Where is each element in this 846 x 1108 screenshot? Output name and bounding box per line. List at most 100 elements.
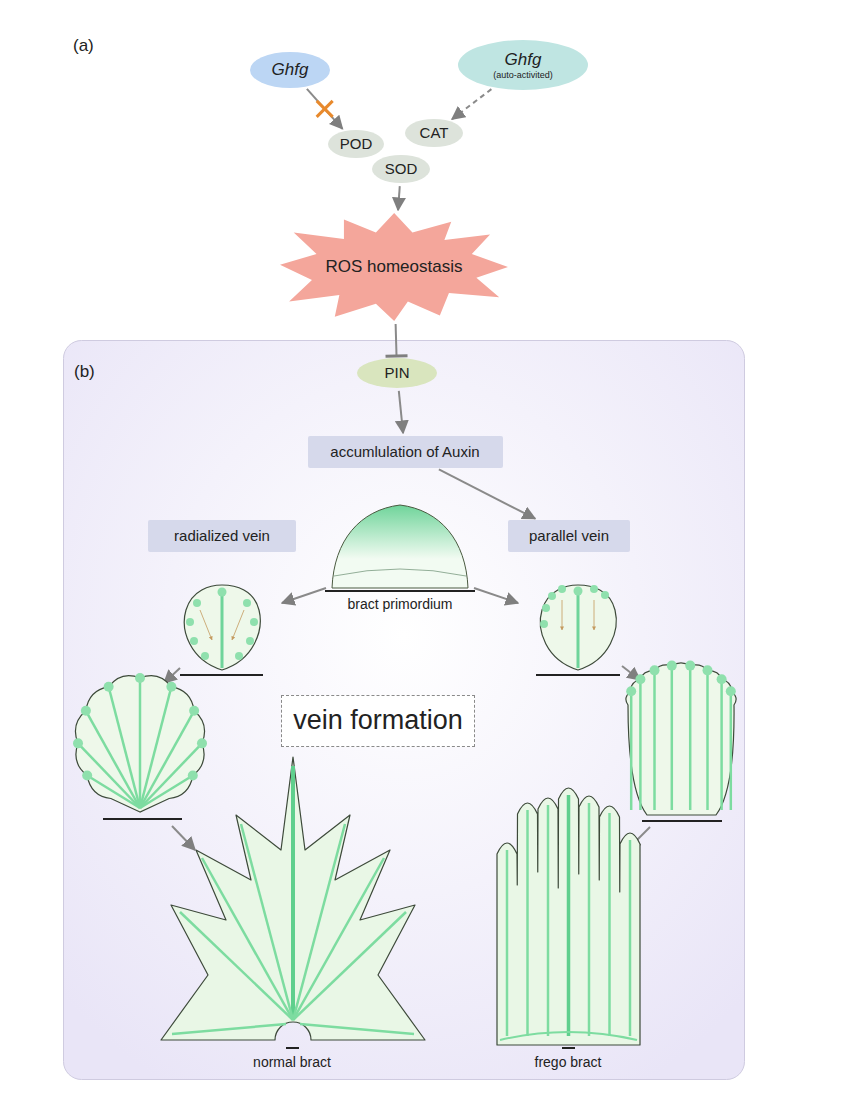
arrow-connector xyxy=(307,89,343,129)
primordium-line xyxy=(334,569,466,576)
vein xyxy=(506,850,509,1036)
vein-dot xyxy=(190,637,198,645)
enzyme-ellipse: POD xyxy=(328,130,384,158)
vein-dot xyxy=(635,674,645,684)
vein xyxy=(202,858,293,1020)
leaf-outline xyxy=(540,585,616,670)
vein xyxy=(706,674,709,810)
vein xyxy=(300,1024,414,1034)
vein-dot xyxy=(104,682,114,692)
leaf-outline xyxy=(626,663,736,815)
vein-dot xyxy=(250,618,258,626)
vein-dot xyxy=(726,686,736,696)
vein-dot xyxy=(590,585,598,593)
vein xyxy=(180,912,293,1020)
ros-star: ROS homeostasis xyxy=(280,213,508,321)
vein-dot xyxy=(201,652,209,660)
vein-dot xyxy=(166,682,176,692)
vein-dot xyxy=(548,592,556,600)
bract-outline xyxy=(161,757,425,1040)
frego-bract-outline xyxy=(497,788,640,1045)
figure-caption-label: bract primordium xyxy=(347,596,452,612)
connector-group xyxy=(399,391,403,433)
vein xyxy=(500,1032,637,1040)
arrow-connector xyxy=(439,469,535,518)
vein-dot xyxy=(73,738,83,748)
vein-dot xyxy=(235,652,243,660)
vein-dot xyxy=(717,674,727,684)
panel-label: (a) xyxy=(73,36,94,56)
generated-leaves xyxy=(73,661,736,1045)
connector-group xyxy=(439,469,535,518)
vein-dot xyxy=(703,665,713,675)
vein xyxy=(140,776,193,808)
vein xyxy=(720,683,723,810)
node-text: CAT xyxy=(420,124,449,141)
figure-caption-label: normal bract xyxy=(253,1054,331,1070)
node-text: PIN xyxy=(384,364,409,381)
vein xyxy=(293,912,406,1020)
process-box: accumlulation of Auxin xyxy=(308,436,503,468)
midrib xyxy=(291,766,295,1020)
vein xyxy=(140,687,171,808)
panel-label: (b) xyxy=(74,362,95,382)
node-text: Ghfg xyxy=(505,50,542,70)
scale-bar xyxy=(103,818,182,820)
vein xyxy=(588,803,591,1036)
node-text: (auto-activited) xyxy=(493,70,553,80)
vein xyxy=(567,795,571,1036)
vein xyxy=(293,858,384,1020)
vein-dot xyxy=(650,665,660,675)
figure-caption-label: frego bract xyxy=(535,1054,602,1070)
arrow-connector xyxy=(398,186,400,210)
stage-arrow xyxy=(474,588,518,603)
leaf-outline xyxy=(75,676,204,812)
node-text: POD xyxy=(340,135,373,152)
vein-dot xyxy=(243,599,251,607)
midrib xyxy=(577,595,580,668)
connector-group xyxy=(386,324,408,356)
flow-arrow xyxy=(594,600,595,630)
vein-dot xyxy=(574,587,583,596)
vein-dot xyxy=(246,637,254,645)
vein xyxy=(241,824,293,1020)
node-text: radialized vein xyxy=(174,527,270,544)
node-text: Ghfg xyxy=(272,60,309,80)
panel-b: (b) PIN accumlulation of Auxin radialized v… xyxy=(63,340,745,1080)
block-cross xyxy=(317,101,333,117)
scale-bar xyxy=(286,1047,299,1049)
normal-bract xyxy=(161,757,425,1048)
process-box: parallel vein xyxy=(508,520,630,552)
vein-dot xyxy=(188,771,198,781)
process-box: radialized vein xyxy=(148,520,296,552)
small-radial-leaf xyxy=(180,585,263,675)
vein xyxy=(639,683,642,810)
vein xyxy=(109,687,140,808)
bract-primordium xyxy=(332,505,468,588)
protein-ellipse: PIN xyxy=(357,358,437,388)
star-shape xyxy=(280,213,508,321)
vein xyxy=(671,670,674,810)
gene-ellipse: Ghfg(auto-activited) xyxy=(458,40,588,90)
vein-dot xyxy=(186,618,194,626)
flow-arrow xyxy=(232,610,244,640)
flow-arrow xyxy=(562,600,563,630)
vein xyxy=(140,743,202,808)
scale-bar xyxy=(180,674,263,676)
arrow-connector xyxy=(452,89,491,119)
vein-dot xyxy=(601,591,609,599)
vein xyxy=(172,1024,286,1034)
leaf-outline xyxy=(184,585,260,670)
vein-dot xyxy=(193,599,201,607)
vein xyxy=(730,695,733,810)
node-text: ROS homeostasis xyxy=(325,257,462,277)
node-text: accumlulation of Auxin xyxy=(330,443,479,460)
vein-dot xyxy=(135,673,145,683)
gene-ellipse: Ghfg xyxy=(250,52,330,88)
vein-dot xyxy=(197,738,207,748)
enzyme-ellipse: CAT xyxy=(405,119,463,147)
enzyme-ellipse: SOD xyxy=(372,155,430,183)
panel-background xyxy=(64,341,745,1080)
